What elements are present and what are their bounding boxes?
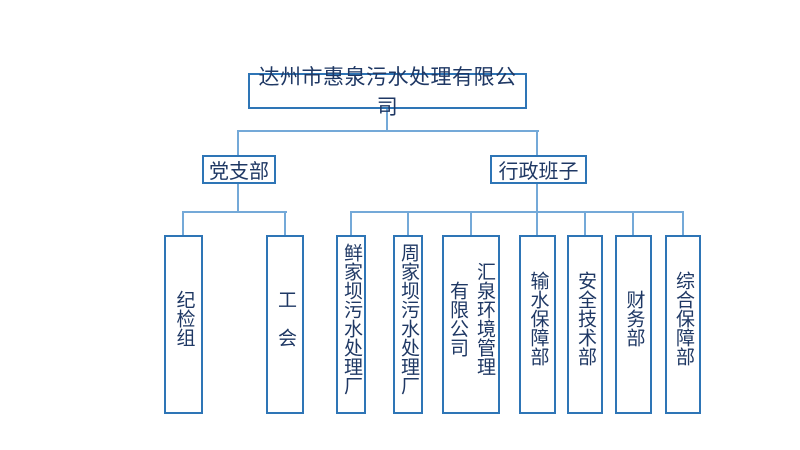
company-root-label: 达州市惠泉污水处理有限公司 bbox=[258, 65, 517, 119]
org-box-finance: 财务部 bbox=[615, 235, 652, 414]
connector-level1-horizontal bbox=[237, 130, 539, 132]
connector-admin-horizontal bbox=[350, 211, 684, 213]
connector-drop-zonghe bbox=[682, 211, 684, 236]
connector-root-trunk bbox=[386, 107, 388, 132]
connector-drop-huiquan bbox=[470, 211, 472, 236]
org-box-company-root: 达州市惠泉污水处理有限公司 bbox=[248, 65, 527, 119]
connector-drop-shushui bbox=[536, 211, 538, 236]
org-box-safety-technology: 安全技术部 bbox=[567, 235, 603, 414]
general-support-label: 综合保障部 bbox=[672, 271, 695, 366]
safety-technology-label: 安全技术部 bbox=[574, 271, 597, 366]
org-box-huiquan-environment-company: 汇泉环境管理 有限公司 bbox=[442, 235, 500, 414]
connector-admin-trunk bbox=[536, 182, 538, 213]
connector-drop-zhoujiaba bbox=[407, 211, 409, 236]
org-box-xianjiaba-plant: 鲜家坝污水处理厂 bbox=[336, 235, 366, 414]
connector-party-horizontal bbox=[182, 211, 287, 213]
connector-party-trunk bbox=[237, 182, 239, 213]
labor-union-label: 工 会 bbox=[274, 290, 297, 347]
finance-label: 财务部 bbox=[623, 290, 646, 347]
connector-drop-caiwu bbox=[632, 211, 634, 236]
admin-team-label: 行政班子 bbox=[498, 159, 579, 183]
connector-drop-anquan bbox=[584, 211, 586, 236]
org-box-water-supply-support: 输水保障部 bbox=[519, 235, 556, 414]
discipline-inspection-label: 纪检组 bbox=[173, 290, 196, 347]
org-box-discipline-inspection: 纪检组 bbox=[164, 235, 203, 414]
zhoujiaba-plant-label: 周家坝污水处理厂 bbox=[397, 242, 420, 395]
connector-drop-gonghui bbox=[284, 211, 286, 236]
connector-drop-admin bbox=[536, 130, 538, 156]
org-box-zhoujiaba-plant: 周家坝污水处理厂 bbox=[393, 235, 423, 414]
org-box-general-support: 综合保障部 bbox=[665, 235, 701, 414]
org-box-admin-team: 行政班子 bbox=[490, 155, 587, 184]
connector-drop-xianjiaba bbox=[350, 211, 352, 236]
org-box-party-branch: 党支部 bbox=[202, 155, 276, 184]
xianjiaba-plant-label: 鲜家坝污水处理厂 bbox=[340, 242, 363, 395]
water-supply-support-label: 输水保障部 bbox=[527, 271, 550, 366]
huiquan-environment-company-label: 汇泉环境管理 有限公司 bbox=[447, 261, 496, 376]
party-branch-label: 党支部 bbox=[209, 159, 269, 183]
connector-drop-party bbox=[237, 130, 239, 156]
org-box-labor-union: 工 会 bbox=[266, 235, 304, 414]
connector-drop-jijianzu bbox=[182, 211, 184, 236]
